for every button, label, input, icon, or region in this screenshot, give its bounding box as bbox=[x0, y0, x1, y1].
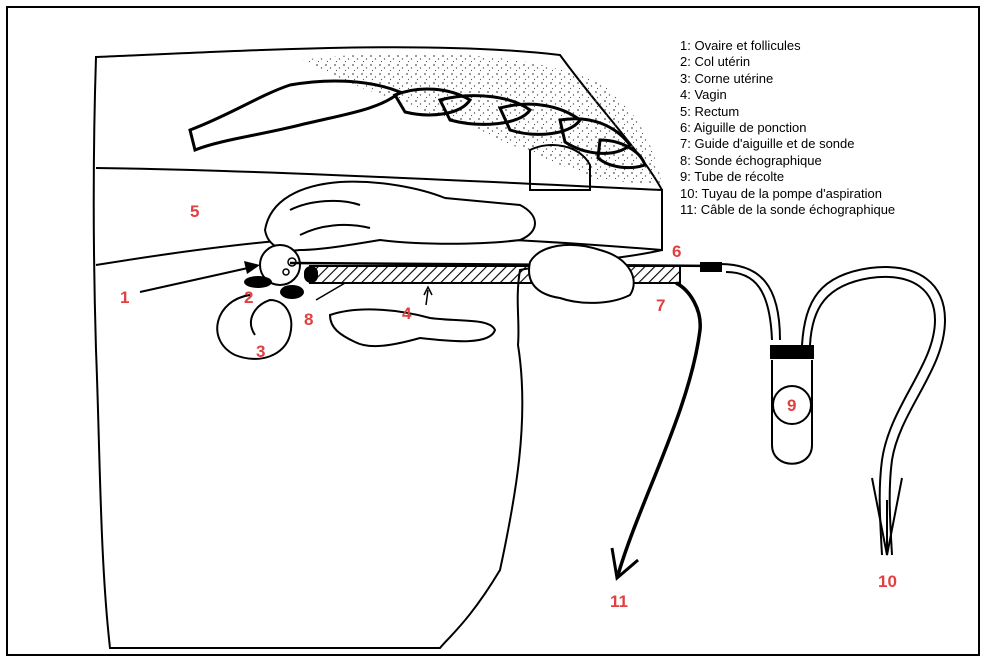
label-aspiration-tubing: 10 bbox=[878, 572, 897, 592]
label-ovary: 1 bbox=[120, 288, 129, 308]
rectal-hand bbox=[265, 145, 590, 250]
aspiration-tubing bbox=[802, 267, 945, 555]
legend-item: 7: Guide d'aiguille et de sonde bbox=[680, 136, 895, 152]
legend-item: 1: Ovaire et follicules bbox=[680, 38, 895, 54]
label-vagina: 4 bbox=[402, 304, 411, 324]
ovary-pointer-head bbox=[244, 261, 260, 274]
legend-item: 6: Aiguille de ponction bbox=[680, 120, 895, 136]
legend: 1: Ovaire et follicules 2: Col utérin 3:… bbox=[680, 38, 895, 218]
legend-item: 10: Tuyau de la pompe d'aspiration bbox=[680, 186, 895, 202]
label-cervix: 2 bbox=[244, 288, 253, 308]
legend-item: 9: Tube de récolte bbox=[680, 169, 895, 185]
aspiration-arrowhead bbox=[872, 478, 902, 555]
legend-item: 3: Corne utérine bbox=[680, 71, 895, 87]
vagina-pointer-line bbox=[426, 290, 428, 305]
label-needle: 6 bbox=[672, 242, 681, 262]
probe-pointer-line bbox=[316, 283, 345, 300]
label-collection-tube: 9 bbox=[787, 396, 796, 416]
label-needle-guide: 7 bbox=[656, 296, 665, 316]
uterine-horn bbox=[217, 295, 291, 359]
operator-hand bbox=[529, 245, 634, 303]
pelvic-bone bbox=[330, 309, 495, 346]
label-uterine-horn: 3 bbox=[256, 342, 265, 362]
legend-item: 5: Rectum bbox=[680, 104, 895, 120]
legend-item: 11: Câble de la sonde échographique bbox=[680, 202, 895, 218]
needle-connector bbox=[700, 262, 722, 272]
label-probe: 8 bbox=[304, 310, 313, 330]
legend-item: 8: Sonde échographique bbox=[680, 153, 895, 169]
ovary-pointer-line bbox=[140, 266, 257, 292]
label-probe-cable: 11 bbox=[610, 592, 628, 612]
collection-tubing bbox=[720, 264, 780, 340]
legend-item: 4: Vagin bbox=[680, 87, 895, 103]
probe-cable bbox=[618, 283, 700, 575]
label-rectum: 5 bbox=[190, 202, 199, 222]
legend-item: 2: Col utérin bbox=[680, 54, 895, 70]
